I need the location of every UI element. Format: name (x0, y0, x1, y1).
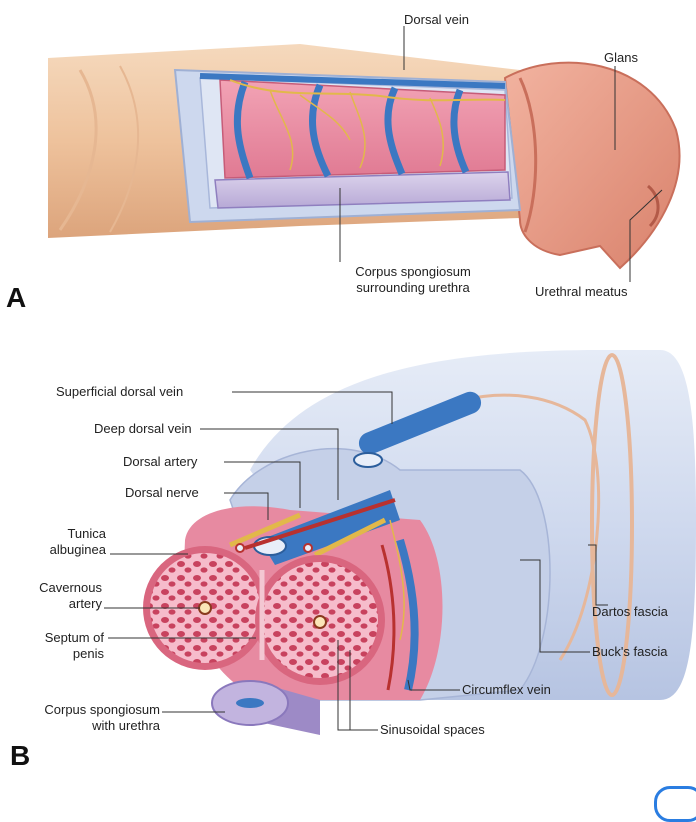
tunica-albuginea (184, 506, 443, 700)
label-line: surrounding urethra (356, 280, 470, 295)
superficial-dorsal-vein-lumen (353, 452, 383, 468)
leader-dorsal-nerve (224, 492, 269, 520)
dorsal-vein (199, 73, 506, 89)
label-line: Tunica (67, 526, 106, 541)
corpus-cavernosum-right-sinus (262, 562, 378, 678)
panel-letter-b: B (10, 740, 31, 771)
label-septum-of-penis: Septum of penis (6, 630, 104, 662)
label-line: artery (68, 596, 102, 611)
deep-dorsal-vein-lumen (253, 536, 287, 556)
nerve-branch (299, 94, 351, 141)
circumflex-vein (309, 83, 332, 178)
dorsal-nerve (313, 517, 387, 558)
label-line: Corpus spongiosum (355, 264, 471, 279)
label-tunica-albuginea: Tunica albuginea (10, 526, 106, 558)
nerve-branch (349, 91, 366, 169)
urethral-meatus-opening (646, 184, 660, 228)
dorsal-nerve (229, 79, 506, 102)
corpus-cavernosum-right (255, 555, 385, 685)
nerve-branch (429, 97, 444, 167)
label-line: penis (72, 646, 104, 661)
leader-bucks (520, 559, 590, 653)
label-superficial-dorsal-vein: Superficial dorsal vein (56, 384, 184, 399)
cavernous-artery-right (313, 615, 327, 629)
corpus-spongiosum-body (250, 680, 320, 735)
leader-circumflex (407, 679, 460, 691)
skin-fold (58, 69, 98, 231)
dorsal-artery-cut (303, 543, 313, 553)
circumflex-vein (450, 88, 470, 174)
label-sinusoidal-spaces: Sinusoidal spaces (380, 722, 485, 737)
label-dorsal-vein: Dorsal vein (404, 12, 470, 27)
panel-letter-a: A (6, 282, 27, 313)
label-dorsal-nerve: Dorsal nerve (125, 485, 199, 500)
dorsal-artery (244, 498, 396, 550)
dorsal-nerve (229, 512, 301, 548)
bucks-fascia-edge (358, 393, 601, 661)
superficial-dorsal-vein (358, 391, 482, 455)
cavernous-artery-left (198, 601, 212, 615)
label-deep-dorsal-vein: Deep dorsal vein (94, 421, 192, 436)
glans (503, 61, 681, 270)
label-corpus-spongiosum-with-urethra: Corpus spongiosum with urethra (0, 702, 160, 734)
nerve-branch (269, 89, 294, 171)
corpus-cavernosum-left-sinus (150, 553, 260, 663)
label-urethral-meatus: Urethral meatus (535, 284, 628, 299)
anatomy-diagram: Dorsal vein Glans Corpus spongiosum surr… (0, 12, 696, 822)
glans-corona (518, 77, 538, 233)
circumflex-vein (396, 538, 419, 691)
leader-dorsal-artery (224, 461, 301, 508)
deep-dorsal-vein (260, 490, 400, 565)
urethra (236, 698, 264, 708)
leader-deep-dorsal-vein (200, 428, 339, 500)
label-dartos-fascia: Dartos fascia (592, 604, 668, 619)
label-cavernous-artery: Cavernous artery (6, 580, 102, 612)
circumflex-vein (233, 80, 254, 180)
panel-a-illustration (48, 26, 681, 282)
corpus-spongiosum (211, 680, 289, 726)
corpus-spongiosum (214, 171, 511, 209)
label-line: Corpus spongiosum (44, 702, 160, 717)
label-bucks-fascia: Buck's fascia (592, 644, 668, 659)
label-glans: Glans (604, 50, 638, 65)
label-line: albuginea (49, 542, 106, 557)
label-line: Cavernous (39, 580, 102, 595)
corpus-cavernosum-left (143, 546, 267, 670)
corner-badge (654, 786, 696, 822)
label-line: with urethra (92, 718, 160, 733)
circumflex-artery (380, 544, 396, 691)
leader-dartos (588, 544, 608, 606)
leader-superficial-dorsal-vein (232, 391, 393, 424)
nerve-branch (389, 519, 405, 641)
label-corpus-spongiosum-urethra: Corpus spongiosum surrounding urethra (318, 264, 508, 296)
skin-fold (109, 65, 140, 233)
leader-urethral-meatus (629, 189, 663, 282)
leader-sinusoidal (337, 640, 378, 731)
dorsal-artery-cut (235, 543, 245, 553)
label-circumflex-vein: Circumflex vein (462, 682, 551, 697)
label-dorsal-artery: Dorsal artery (123, 454, 198, 469)
label-line: Septum of (44, 630, 104, 645)
inner-fascia-layer (229, 448, 551, 701)
page-footer-band (0, 772, 696, 802)
